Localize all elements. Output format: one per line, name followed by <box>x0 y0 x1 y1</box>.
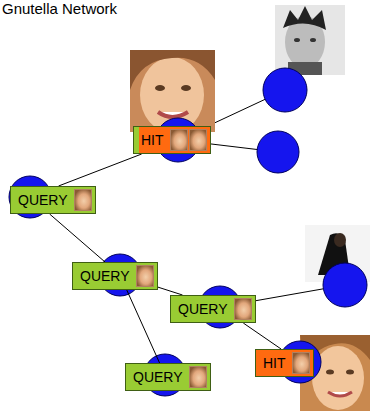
peer-circle <box>257 131 299 173</box>
file-thumbnail <box>170 129 188 151</box>
peer-circle <box>323 263 367 307</box>
message-label: QUERY <box>18 192 68 208</box>
message-box: QUERY <box>125 363 211 391</box>
message-label: QUERY <box>80 268 130 284</box>
file-thumbnail <box>292 352 310 374</box>
message-box: HIT <box>255 349 314 377</box>
message-label: HIT <box>263 355 286 371</box>
file-thumbnail <box>189 129 207 151</box>
diagram-title: Gnutella Network <box>2 0 117 17</box>
peer-connection <box>50 214 105 262</box>
message-box: QUERY <box>10 186 96 214</box>
face-photo <box>275 5 345 75</box>
peer-connection <box>127 290 160 363</box>
message-label: QUERY <box>133 369 183 385</box>
file-thumbnail <box>234 298 252 320</box>
peer-circle <box>263 68 307 112</box>
message-label: QUERY <box>178 301 228 317</box>
peer-connection <box>243 323 281 349</box>
message-label: HIT <box>141 132 164 148</box>
message-box: HIT <box>133 126 211 154</box>
peer-connection <box>59 154 142 186</box>
file-thumbnail <box>136 265 154 287</box>
file-thumbnail <box>74 189 92 211</box>
message-box: QUERY <box>170 295 256 323</box>
peer-connection <box>158 287 183 295</box>
file-thumbnail <box>189 366 207 388</box>
message-box: QUERY <box>72 262 158 290</box>
